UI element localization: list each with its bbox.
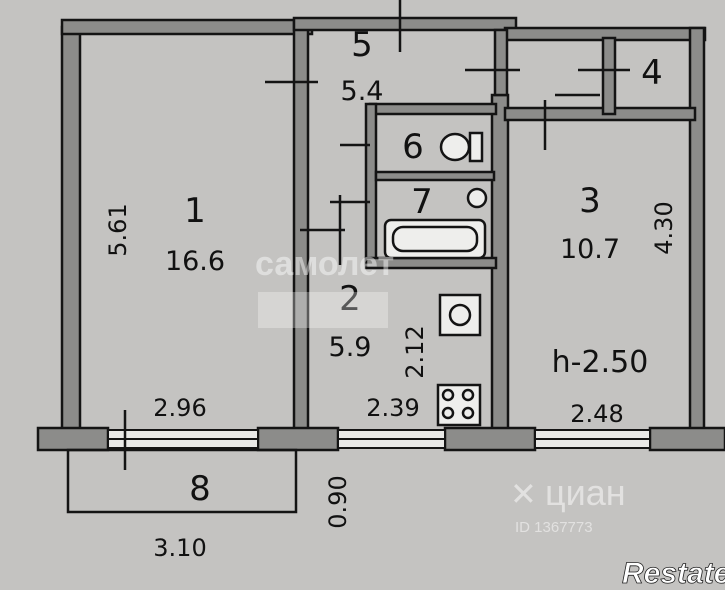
listing-logo-icon: ✕ [510,476,537,512]
wall-bath-left [364,102,378,266]
room-7-number: 7 [411,182,433,222]
dim-balcony-depth: 0.90 [324,475,352,528]
toilet-icon [439,131,484,163]
ceiling-height: h-2.50 [552,345,649,380]
listing-id-watermark: ID 1367773 [515,519,593,536]
windows [107,429,651,449]
dim-room1-width: 2.96 [153,394,206,422]
agency-watermark: самолет [255,245,394,283]
wall-6-7-divider [374,170,496,182]
bottom-wall-mid [256,426,340,452]
listing-watermark: циан [545,472,626,513]
room-1-area: 16.6 [165,246,225,277]
sink-icon [466,187,488,209]
room-8-number: 8 [189,469,211,509]
bottom-wall-mid-right [443,426,537,452]
stove-icon [436,383,482,427]
top-wall-room-1 [60,18,314,36]
dim-room3-length: 4.30 [650,201,678,254]
room-3-area: 10.7 [560,234,620,265]
bottom-wall-left [36,426,110,452]
dim-room2-length: 2.12 [401,325,429,378]
wall-room4-left [601,36,617,116]
site-watermark: Restate [622,557,725,590]
room-2-area: 5.9 [329,332,372,363]
walls [36,16,725,452]
watermarks: самолет циан ✕ ID 1367773 Restate [255,245,725,590]
top-wall-room-5 [292,16,518,32]
right-outer-wall [688,26,706,440]
bottom-wall-right [648,426,725,452]
balcony [66,448,298,514]
door-markers [123,0,630,470]
bathtub-icon [383,218,487,260]
wall-room4-bottom [503,106,697,122]
dim-room2-width: 2.39 [366,394,419,422]
room-5-number: 5 [351,25,373,65]
left-outer-wall [60,25,82,437]
room-5-area: 5.4 [341,76,384,107]
dim-room1-length: 5.61 [104,203,132,256]
kitchen-sink-icon [438,293,482,337]
dim-balcony-width: 3.10 [153,534,206,562]
fixtures [383,131,488,427]
agency-logo-mark [258,292,388,328]
wall-room5-upper [493,28,509,97]
room-6-number: 6 [402,127,424,167]
room-3-number: 3 [579,181,601,221]
room-2-number: 2 [339,279,361,319]
room-4-number: 4 [641,53,663,93]
dim-room3-width: 2.48 [570,400,623,428]
wall-bath-top [368,102,498,116]
room-1-number: 1 [184,191,206,231]
